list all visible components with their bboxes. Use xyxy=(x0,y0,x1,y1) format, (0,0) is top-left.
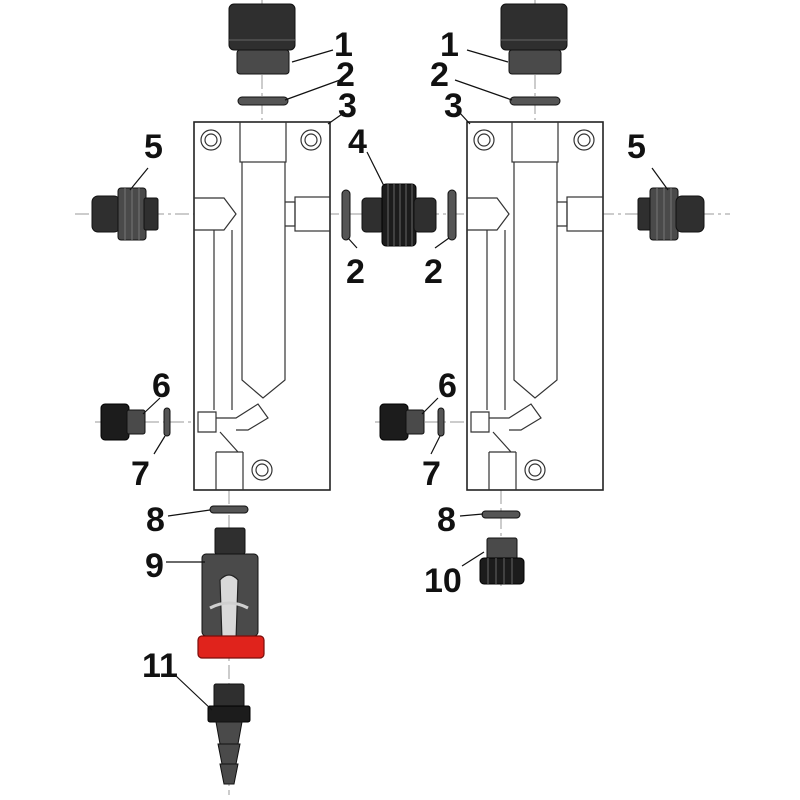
callout-10: 10 xyxy=(424,562,462,600)
left-top-cap xyxy=(228,3,296,75)
leader-lines xyxy=(129,49,669,711)
callout-labels: 1 2 3 4 5 2 6 7 8 9 11 1 2 3 5 2 6 7 8 1… xyxy=(131,26,646,685)
hose-nipple xyxy=(207,683,251,785)
callout-2-middle-right: 2 xyxy=(424,253,443,291)
callout-1-right: 1 xyxy=(440,26,459,64)
callout-9: 9 xyxy=(145,547,164,585)
callout-8-right: 8 xyxy=(437,501,456,539)
callout-3-right: 3 xyxy=(444,87,463,125)
callout-7-left: 7 xyxy=(131,455,150,493)
right-plug-o-ring xyxy=(437,407,445,437)
callout-8-left: 8 xyxy=(146,501,165,539)
callout-6-left: 6 xyxy=(152,367,171,405)
callout-7-right: 7 xyxy=(422,455,441,493)
left-plug xyxy=(100,403,146,441)
callout-5-right: 5 xyxy=(627,128,646,166)
left-flowmeter-body xyxy=(193,121,331,491)
right-top-o-ring xyxy=(509,96,561,106)
right-flowmeter-body xyxy=(466,121,604,491)
left-bottom-o-ring xyxy=(209,505,249,514)
left-plug-o-ring xyxy=(163,407,171,437)
callout-11: 11 xyxy=(142,647,178,685)
right-side-connector xyxy=(637,187,705,241)
callout-2-middle-left: 2 xyxy=(346,253,365,291)
middle-connector xyxy=(361,183,437,247)
right-top-cap xyxy=(500,3,568,75)
left-side-connector xyxy=(91,187,159,241)
drain-valve xyxy=(197,527,265,659)
middle-right-o-ring xyxy=(447,189,457,241)
callout-5-left: 5 xyxy=(144,128,163,166)
callout-4: 4 xyxy=(348,123,367,161)
callout-1-left: 1 xyxy=(334,26,353,64)
middle-left-o-ring xyxy=(341,189,351,241)
left-top-o-ring xyxy=(237,96,289,106)
callout-6-right: 6 xyxy=(438,367,457,405)
callout-2-right-top: 2 xyxy=(430,56,449,94)
right-plug xyxy=(379,403,425,441)
right-bottom-o-ring xyxy=(481,510,521,519)
bottom-cap xyxy=(479,537,525,585)
callout-3-left: 3 xyxy=(338,87,357,125)
callout-2-left-top: 2 xyxy=(336,56,355,94)
